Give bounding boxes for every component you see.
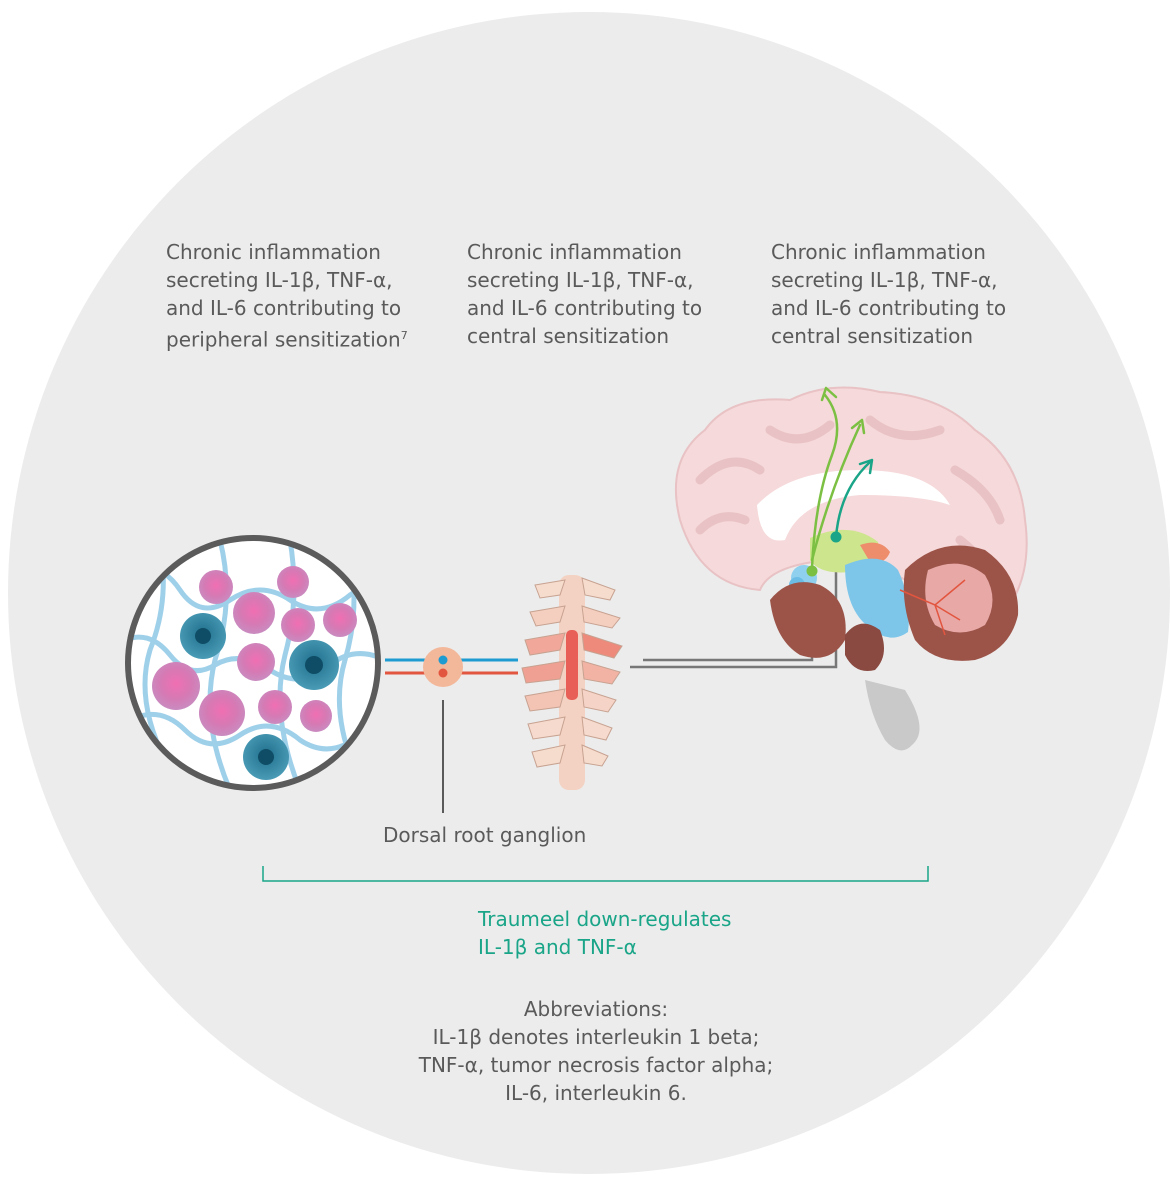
temporal-lobe bbox=[770, 582, 846, 658]
traumeel-bracket bbox=[263, 866, 928, 881]
nerve-fibers bbox=[385, 647, 518, 813]
traumeel-effect-label: Traumeel down-regulates IL-1β and TNF-α bbox=[478, 905, 778, 961]
abbreviation-line: IL-1β denotes interleukin 1 beta; bbox=[380, 1023, 812, 1051]
traumeel-line: IL-1β and TNF-α bbox=[478, 933, 778, 961]
abbreviations-block: Abbreviations: IL-1β denotes interleukin… bbox=[380, 995, 812, 1107]
dorsal-root-ganglion-label: Dorsal root ganglion bbox=[383, 823, 586, 847]
abbreviations-heading: Abbreviations: bbox=[380, 995, 812, 1023]
dorsal-root-ganglion bbox=[423, 647, 463, 687]
abbreviation-line: TNF-α, tumor necrosis factor alpha; bbox=[380, 1051, 812, 1079]
spine-illustration bbox=[522, 575, 622, 790]
brain-stem bbox=[865, 680, 920, 750]
traumeel-line: Traumeel down-regulates bbox=[478, 905, 778, 933]
tissue-magnification bbox=[125, 538, 390, 790]
brain-illustration bbox=[676, 388, 1027, 751]
abbreviation-line: IL-6, interleukin 6. bbox=[380, 1079, 812, 1107]
